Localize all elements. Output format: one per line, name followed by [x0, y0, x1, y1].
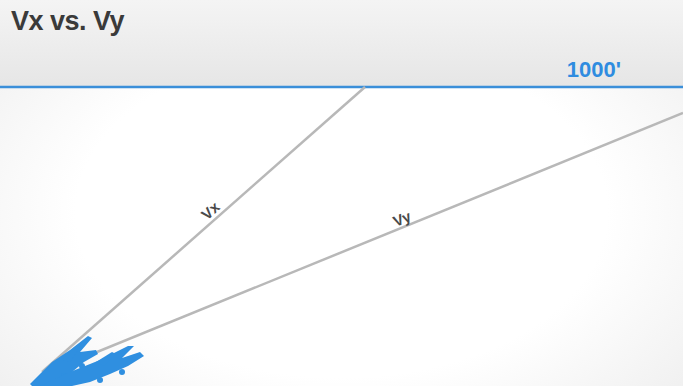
altitude-line: [0, 86, 683, 89]
altitude-label: 1000': [567, 57, 621, 83]
line-label: Vy: [391, 207, 414, 229]
airplane-vy: [40, 346, 144, 386]
header-band: [0, 0, 683, 87]
vx-climb-path: [42, 87, 365, 372]
line-label: Vx: [197, 198, 222, 223]
diagram-title: Vx vs. Vy: [11, 6, 124, 37]
vy-climb-path: [48, 113, 683, 372]
